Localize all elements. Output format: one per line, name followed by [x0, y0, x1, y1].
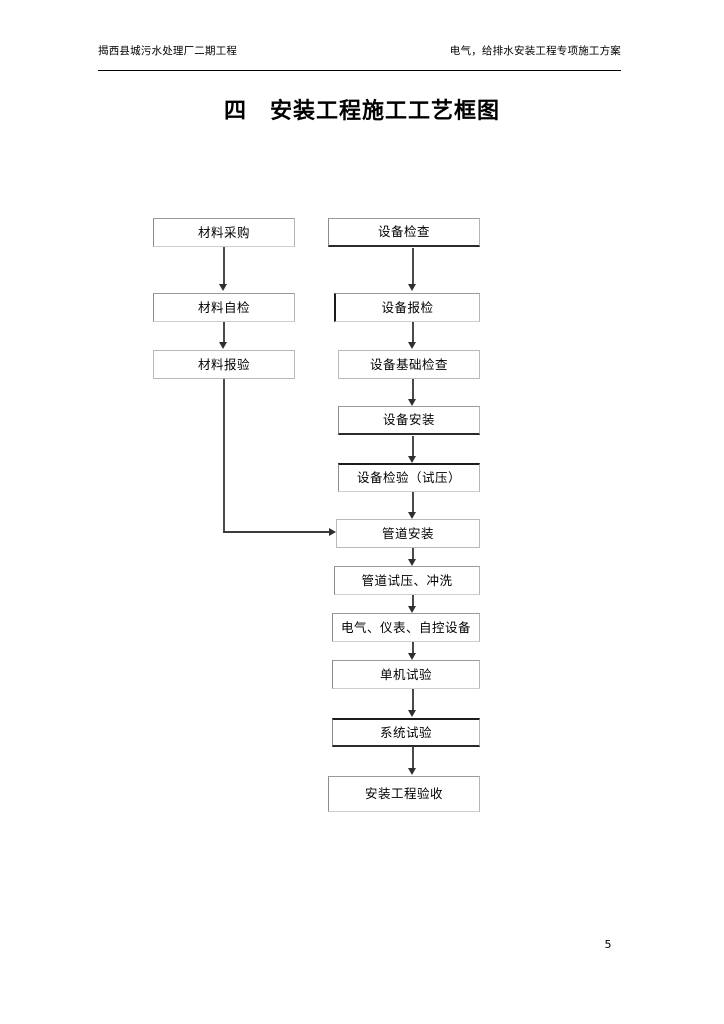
- edge-l1-l2-arrowhead: [219, 342, 227, 349]
- edge-l0-l1-line: [223, 247, 225, 285]
- edge-l2-r5-arrowhead: [329, 528, 336, 536]
- header-left-text: 揭西县城污水处理厂二期工程: [98, 45, 238, 57]
- edge-r1-r2-arrowhead: [408, 342, 416, 349]
- flow-node-label: 设备检查: [377, 224, 430, 239]
- flow-node-label: 设备检验（试压）: [356, 470, 461, 485]
- edge-l2-r5-vertical: [223, 379, 225, 533]
- flow-node-label: 系统试验: [379, 724, 432, 740]
- flow-node-label: 安装工程验收: [364, 786, 443, 801]
- edge-r7-r8-line: [412, 642, 414, 654]
- flow-node-label: 设备基础检查: [369, 356, 448, 372]
- edge-r9-r10-line: [412, 747, 414, 769]
- edge-r0-r1-line: [412, 248, 414, 285]
- flow-node-pipe-installation[interactable]: 管道安装: [336, 519, 480, 548]
- flow-node-installation-acceptance[interactable]: 安装工程验收: [328, 776, 480, 812]
- flow-node-material-inspection-report[interactable]: 材料报验: [153, 350, 295, 379]
- page-header: 揭西县城污水处理厂二期工程 电气，给排水安装工程专项施工方案: [98, 44, 621, 71]
- edge-r0-r1-arrowhead: [408, 284, 416, 291]
- flow-node-label: 设备安装: [382, 412, 435, 427]
- flow-node-label: 材料报验: [197, 356, 250, 372]
- edge-r4-r5-line: [412, 492, 414, 513]
- edge-l1-l2-line: [223, 322, 225, 343]
- edge-r7-r8-arrowhead: [408, 653, 416, 660]
- header-right-text: 电气，给排水安装工程专项施工方案: [449, 45, 621, 57]
- flow-node-pipe-pressure-flush[interactable]: 管道试压、冲洗: [334, 566, 480, 595]
- edge-r5-r6-arrowhead: [408, 559, 416, 566]
- edge-r9-r10-arrowhead: [408, 768, 416, 775]
- page-number: 5: [604, 938, 612, 951]
- flow-node-material-self-inspection[interactable]: 材料自检: [153, 293, 295, 322]
- flow-node-material-purchase[interactable]: 材料采购: [153, 218, 295, 247]
- edge-r8-r9-line: [412, 689, 414, 711]
- edge-l0-l1-arrowhead: [219, 284, 227, 291]
- edge-r6-r7-line: [412, 595, 414, 607]
- edge-r2-r3-arrowhead: [408, 399, 416, 406]
- flow-node-electrical-instrument-control[interactable]: 电气、仪表、自控设备: [332, 613, 480, 642]
- edge-r3-r4-line: [412, 436, 414, 457]
- flow-node-system-test[interactable]: 系统试验: [332, 718, 480, 747]
- flow-node-label: 电气、仪表、自控设备: [340, 619, 471, 635]
- flow-node-label: 管道试压、冲洗: [361, 572, 453, 588]
- flow-node-equipment-foundation-check[interactable]: 设备基础检查: [338, 350, 480, 379]
- flow-node-label: 材料自检: [197, 299, 250, 315]
- edge-r3-r4-arrowhead: [408, 456, 416, 463]
- flow-node-equipment-installation[interactable]: 设备安装: [338, 406, 480, 435]
- edge-r4-r5-arrowhead: [408, 512, 416, 519]
- edge-l2-r5-horizontal: [223, 531, 329, 533]
- flow-node-label: 管道安装: [381, 525, 434, 541]
- flow-node-equipment-check[interactable]: 设备检查: [328, 218, 480, 247]
- flow-node-equipment-test-pressure[interactable]: 设备检验（试压）: [338, 463, 480, 492]
- flow-node-equipment-inspection-request[interactable]: 设备报检: [334, 293, 480, 322]
- page-title: 四 安装工程施工工艺框图: [223, 99, 500, 124]
- flow-node-label: 材料采购: [197, 224, 250, 240]
- edge-r6-r7-arrowhead: [408, 606, 416, 613]
- flow-node-label: 单机试验: [379, 666, 432, 682]
- flow-node-single-machine-test[interactable]: 单机试验: [332, 660, 480, 689]
- flow-node-label: 设备报检: [381, 299, 434, 315]
- edge-r2-r3-line: [412, 379, 414, 400]
- edge-r1-r2-line: [412, 322, 414, 343]
- edge-r5-r6-line: [412, 548, 414, 560]
- edge-r8-r9-arrowhead: [408, 710, 416, 717]
